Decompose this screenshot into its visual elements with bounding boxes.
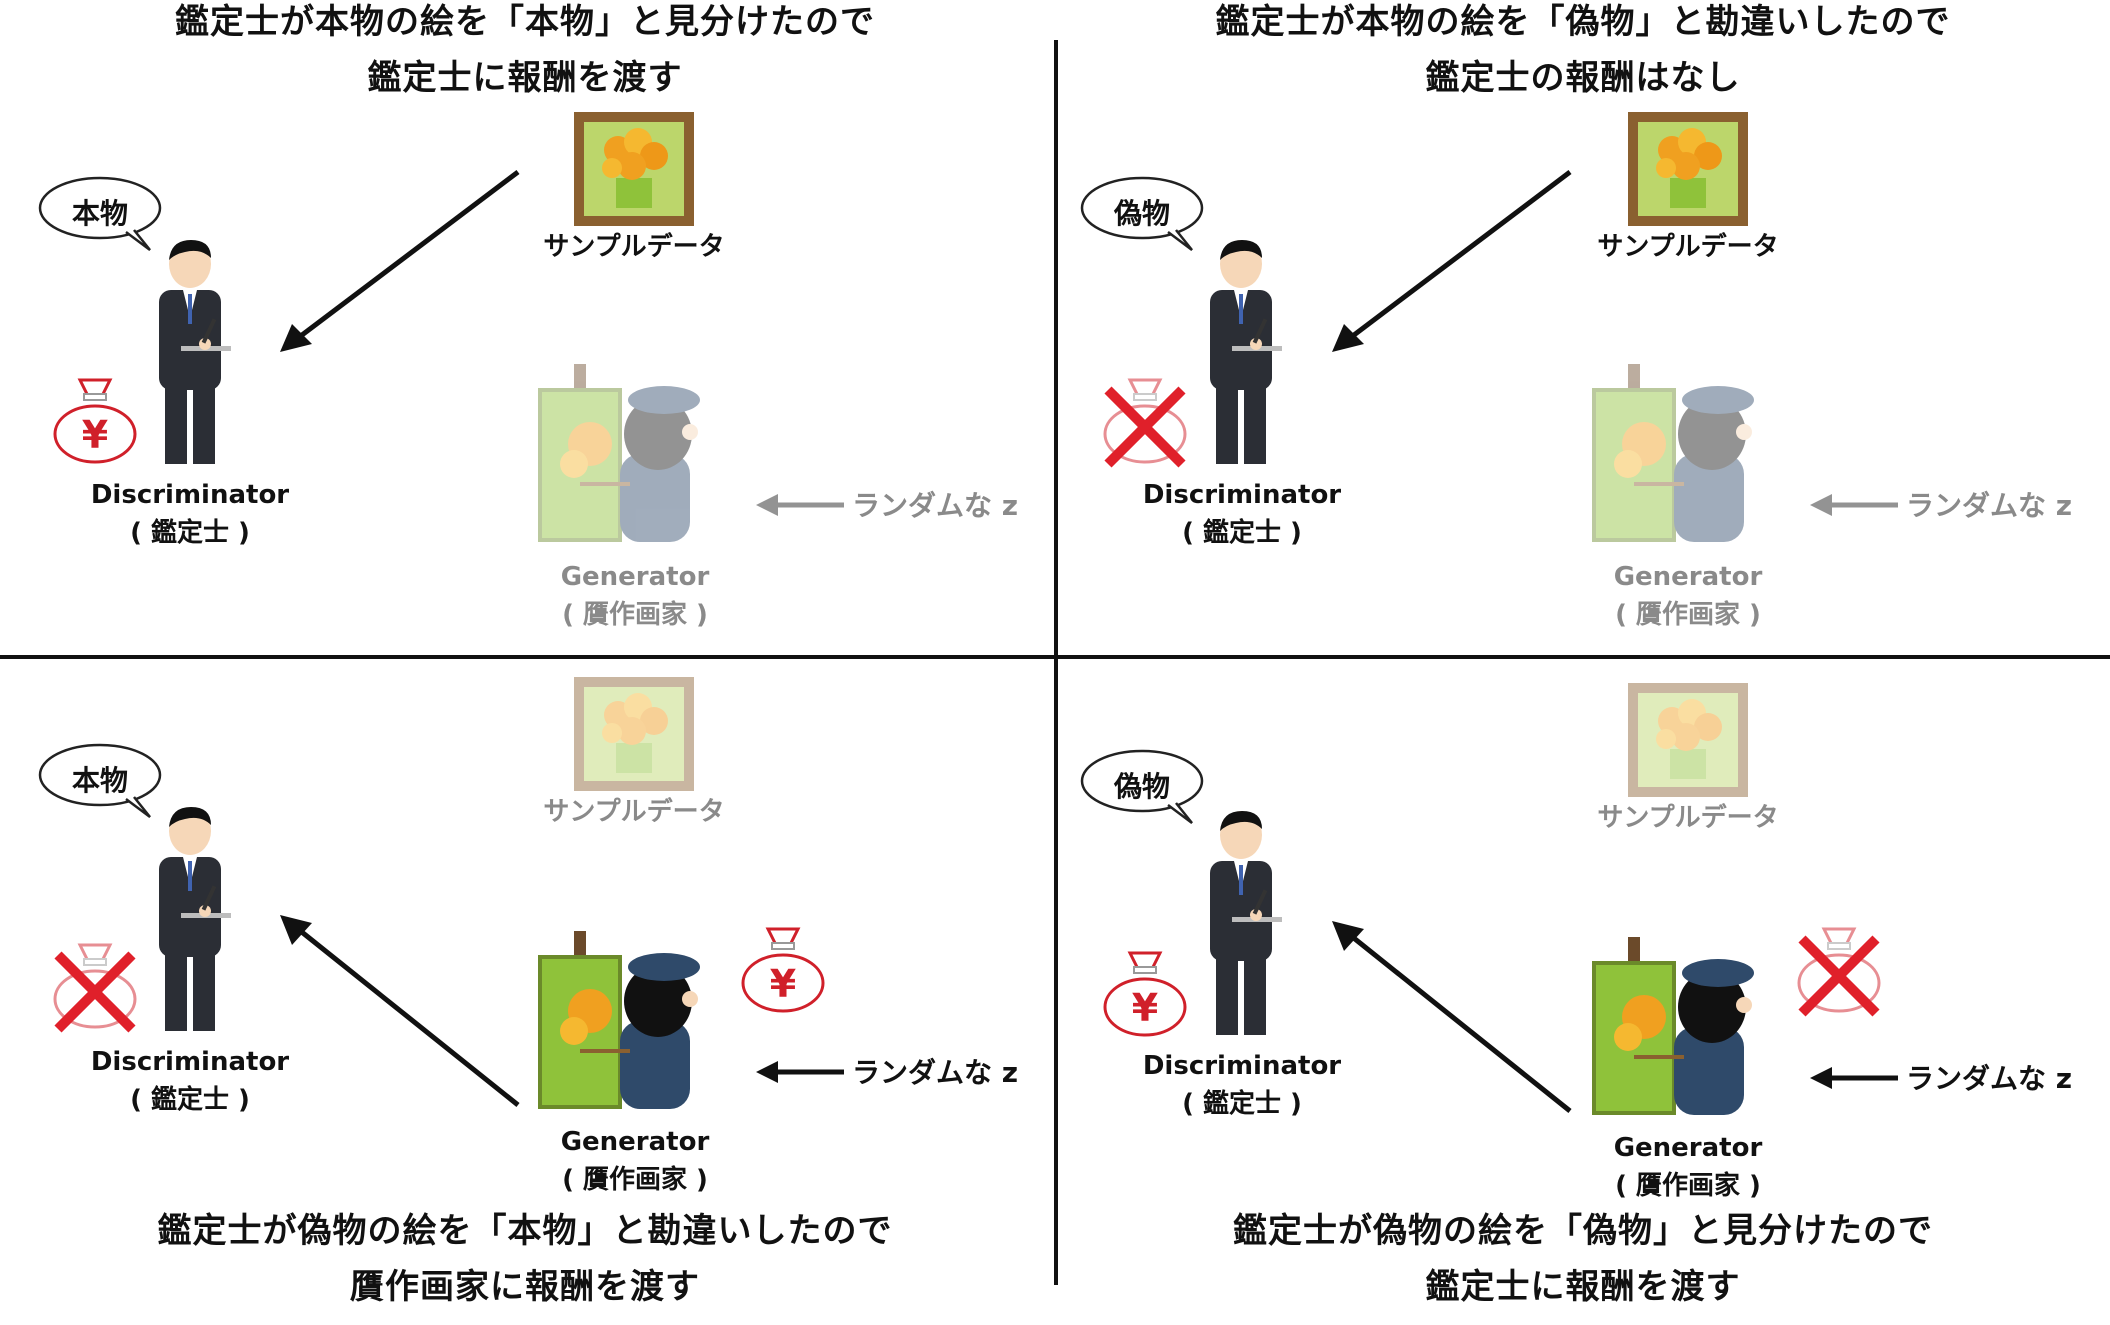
generator-to-discriminator-arrow <box>280 915 520 1107</box>
quadrant-real-judged-fake: 鑑定士が本物の絵を「偽物」と勘違いしたので 鑑定士の報酬はなし 偽物 <box>1058 0 2108 660</box>
vertical-divider <box>1054 40 1058 1285</box>
discriminator-label: Discriminator ( 鑑定士 ) <box>90 1043 290 1119</box>
discriminator-label: Discriminator ( 鑑定士 ) <box>1142 1047 1342 1123</box>
money-bag-icon: ¥ <box>53 378 137 464</box>
generator-role: ( 贋作画家 ) <box>562 1165 708 1195</box>
discriminator-role: ( 鑑定士 ) <box>1182 1089 1302 1119</box>
sample-painting-icon <box>574 112 694 226</box>
discriminator-name: Discriminator <box>1142 1051 1342 1081</box>
money-bag-icon: ¥ <box>1103 951 1187 1037</box>
discriminator-figure <box>159 807 231 1031</box>
noise-label: ランダムな z <box>1906 489 2073 522</box>
sample-label-wrap: サンプルデータ <box>1578 799 1798 837</box>
speech-bubble-icon <box>38 743 162 818</box>
speech-text: 本物 <box>71 197 128 230</box>
title-line-1: 鑑定士が本物の絵を「本物」と見分けたので <box>175 2 875 42</box>
noise-arrow <box>756 494 844 516</box>
cross-mark-icon <box>1798 935 1880 1017</box>
generator-label: Generator ( 贋作画家 ) <box>525 1123 745 1199</box>
title-line-2: 鑑定士に報酬を渡す <box>1425 1267 1741 1307</box>
sample-label: サンプルデータ <box>543 232 725 262</box>
speech-bubble: 偽物 <box>1080 176 1204 256</box>
horizontal-divider <box>0 655 2110 659</box>
generator-figure <box>1592 364 1754 542</box>
speech-text: 本物 <box>71 764 128 797</box>
quadrant-title: 鑑定士が偽物の絵を「偽物」と見分けたので 鑑定士に報酬を渡す <box>1058 1203 2108 1315</box>
noise-label: ランダムな z <box>1906 1062 2073 1095</box>
title-line-2: 贋作画家に報酬を渡す <box>350 1267 700 1307</box>
sample-label: サンプルデータ <box>1597 803 1779 833</box>
discriminator-role: ( 鑑定士 ) <box>130 518 250 548</box>
noise-arrow <box>756 1061 844 1083</box>
discriminator-role: ( 鑑定士 ) <box>1182 518 1302 548</box>
sample-painting-icon <box>1628 112 1748 226</box>
quadrant-title: 鑑定士が偽物の絵を「本物」と勘違いしたので 贋作画家に報酬を渡す <box>0 1203 1050 1315</box>
generator-role: ( 贋作画家 ) <box>562 600 708 630</box>
generator-to-discriminator-arrow <box>1332 921 1572 1113</box>
discriminator-figure <box>159 240 231 464</box>
noise-label: ランダムな z <box>852 489 1019 522</box>
title-line-2: 鑑定士に報酬を渡す <box>367 58 683 98</box>
sample-to-discriminator-arrow <box>280 170 520 352</box>
generator-label: Generator ( 贋作画家 ) <box>1578 558 1798 634</box>
generator-role: ( 贋作画家 ) <box>1615 1171 1761 1201</box>
sample-to-discriminator-arrow <box>1332 170 1572 352</box>
generator-label: Generator ( 贋作画家 ) <box>525 558 745 634</box>
discriminator-name: Discriminator <box>90 1047 290 1077</box>
title-line-1: 鑑定士が偽物の絵を「本物」と勘違いしたので <box>157 1211 893 1251</box>
discriminator-name: Discriminator <box>90 480 290 510</box>
speech-text: 偽物 <box>1113 197 1170 230</box>
title-line-1: 鑑定士が偽物の絵を「偽物」と見分けたので <box>1233 1211 1933 1251</box>
quadrant-fake-judged-real: サンプルデータ 本物 <box>0 659 1050 1319</box>
speech-text: 偽物 <box>1113 770 1170 803</box>
speech-bubble: 偽物 <box>1080 749 1204 829</box>
generator-figure <box>538 364 700 542</box>
discriminator-label: Discriminator ( 鑑定士 ) <box>1142 476 1342 552</box>
sample-painting-icon <box>1628 683 1748 797</box>
generator-name: Generator <box>560 1127 710 1157</box>
speech-bubble: 本物 <box>38 176 162 256</box>
discriminator-role: ( 鑑定士 ) <box>130 1085 250 1115</box>
speech-bubble: 本物 <box>38 743 162 823</box>
generator-name: Generator <box>560 562 710 592</box>
discriminator-figure <box>1210 811 1282 1035</box>
discriminator-figure <box>1210 240 1282 464</box>
noise-arrow <box>1810 494 1898 516</box>
generator-figure <box>538 931 700 1109</box>
noise-arrow <box>1810 1067 1898 1089</box>
sample-painting-icon <box>574 677 694 791</box>
yen-symbol: ¥ <box>82 413 108 457</box>
quadrant-title: 鑑定士が本物の絵を「本物」と見分けたので 鑑定士に報酬を渡す <box>0 0 1050 106</box>
yen-symbol: ¥ <box>1132 986 1158 1030</box>
sample-label: サンプルデータ <box>543 797 725 827</box>
discriminator-name: Discriminator <box>1142 480 1342 510</box>
generator-label: Generator ( 贋作画家 ) <box>1578 1129 1798 1205</box>
generator-role: ( 贋作画家 ) <box>1615 600 1761 630</box>
noise-label: ランダムな z <box>852 1056 1019 1089</box>
generator-name: Generator <box>1613 562 1763 592</box>
sample-label: サンプルデータ <box>1597 232 1779 262</box>
yen-symbol: ¥ <box>770 962 796 1006</box>
generator-figure <box>1592 937 1754 1115</box>
speech-bubble-icon <box>1080 749 1204 824</box>
title-line-1: 鑑定士が本物の絵を「偽物」と勘違いしたので <box>1215 2 1951 42</box>
generator-name: Generator <box>1613 1133 1763 1163</box>
sample-label-wrap: サンプルデータ <box>524 793 744 831</box>
quadrant-fake-judged-fake: サンプルデータ 偽物 ¥ Di <box>1058 659 2108 1319</box>
discriminator-label: Discriminator ( 鑑定士 ) <box>90 476 290 552</box>
title-line-2: 鑑定士の報酬はなし <box>1425 58 1741 98</box>
quadrant-title: 鑑定士が本物の絵を「偽物」と勘違いしたので 鑑定士の報酬はなし <box>1058 0 2108 106</box>
money-bag-icon: ¥ <box>741 927 825 1013</box>
speech-bubble-icon <box>1080 176 1204 251</box>
cross-mark-icon <box>1104 386 1186 468</box>
cross-mark-icon <box>54 951 136 1033</box>
speech-bubble-icon <box>38 176 162 251</box>
quadrant-real-judged-real: 鑑定士が本物の絵を「本物」と見分けたので 鑑定士に報酬を渡す 本物 <box>0 0 1050 660</box>
